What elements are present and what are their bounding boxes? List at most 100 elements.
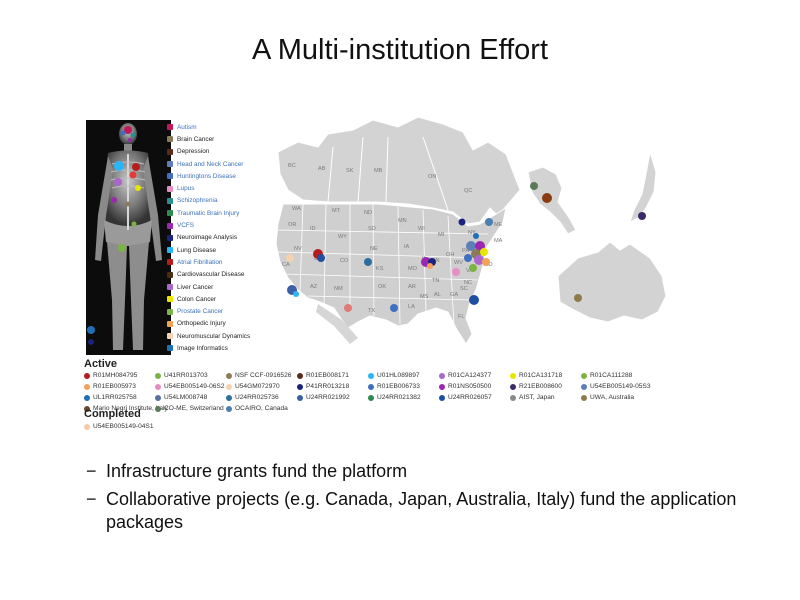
- state-label: AB: [318, 166, 326, 172]
- state-label: KS: [376, 266, 384, 272]
- body-scan-image: [86, 120, 171, 355]
- state-label: NV: [294, 246, 302, 252]
- grant-dot: [226, 405, 232, 412]
- state-label: MN: [398, 218, 407, 224]
- bullet-list: −Infrastructure grants fund the platform…: [86, 460, 766, 539]
- state-label: WV: [454, 260, 463, 266]
- disease-label: Lupus: [177, 185, 195, 193]
- disease-legend-item: Neuroimage Analysis: [167, 232, 287, 244]
- state-label: IA: [404, 244, 410, 250]
- grant-label: CO-ME, Switzerland: [164, 405, 224, 412]
- bullet-item: −Infrastructure grants fund the platform: [86, 460, 766, 483]
- state-label: WI: [418, 226, 425, 232]
- disease-label: Traumatic Brain Injury: [177, 209, 240, 217]
- grant-label: U24RR026057: [448, 394, 492, 401]
- grant-legend-item: R21EB008600: [510, 383, 562, 390]
- state-label: OH: [446, 252, 454, 258]
- grant-label: R01EB006733: [377, 383, 420, 390]
- legend-swatch: [167, 320, 173, 327]
- grant-label: U41RR013703: [164, 372, 208, 379]
- disease-legend-item: Atrial Fibrillation: [167, 256, 287, 268]
- state-label: MB: [374, 168, 383, 174]
- grant-label: U24RR021992: [306, 394, 350, 401]
- grant-legend-item: U54GM072970: [226, 383, 280, 390]
- legend-swatch: [167, 222, 173, 229]
- grant-legend-item: U54EB005149-05S3: [581, 383, 651, 390]
- grant-dot: [84, 394, 90, 401]
- grant-dot: [297, 372, 303, 379]
- grant-legend-item: U54EB005149-06S2: [155, 383, 225, 390]
- marker-autism: [124, 126, 132, 134]
- grant-label: OCAIRO, Canada: [235, 405, 288, 412]
- legend-swatch: [167, 271, 173, 278]
- grant-dot: [581, 383, 587, 390]
- state-label: CA: [282, 262, 290, 268]
- state-label: WA: [292, 206, 301, 212]
- completed-heading: Completed: [84, 408, 141, 420]
- legend-swatch: [167, 173, 173, 180]
- grant-label: U54EB005149-06S2: [164, 383, 225, 390]
- disease-label: Liver Cancer: [177, 283, 214, 291]
- grant-legend-item: U54EB005149-04S1: [84, 423, 154, 430]
- state-label: OK: [378, 284, 386, 290]
- state-label: ME: [494, 222, 503, 228]
- grant-legend-item: U24RR021992: [297, 394, 350, 401]
- disease-legend-item: Cardiovascular Disease: [167, 269, 287, 281]
- grant-label: UWA, Australia: [590, 394, 635, 401]
- disease-legend-item: Colon Cancer: [167, 293, 287, 305]
- disease-legend-item: Prostate Cancer: [167, 305, 287, 317]
- grant-dot: [297, 383, 303, 390]
- grant-legend-item: P41RR013218: [297, 383, 349, 390]
- state-label: AL: [434, 292, 441, 298]
- state-label: FL: [458, 314, 465, 320]
- bullet-text: Infrastructure grants fund the platform: [106, 461, 408, 481]
- disease-label: Lung Disease: [177, 246, 217, 254]
- grant-legend-item: R01EB005973: [84, 383, 136, 390]
- grant-legend-item: U54LM008748: [155, 394, 207, 401]
- disease-legend-item: Neuromuscular Dynamics: [167, 330, 287, 342]
- grant-dot: [297, 394, 303, 401]
- grant-label: U24RR021382: [377, 394, 421, 401]
- slide-title: A Multi-institution Effort: [251, 34, 549, 66]
- state-label: NC: [464, 280, 472, 286]
- state-label: TX: [368, 308, 375, 314]
- grant-dot: [155, 372, 161, 379]
- disease-legend-item: Traumatic Brain Injury: [167, 207, 287, 219]
- grant-label: R01NS050500: [448, 383, 492, 390]
- grant-legend-item: R01EB006733: [368, 383, 420, 390]
- state-label: MI: [438, 232, 445, 238]
- japan-shape: [629, 151, 657, 223]
- state-label: OR: [288, 222, 296, 228]
- grant-legend-item: R01NS050500: [439, 383, 491, 390]
- grant-label: U54EB005149-04S1: [93, 423, 154, 430]
- europe-shape: [527, 166, 577, 235]
- legend-swatch: [167, 161, 173, 168]
- grant-legend-item: NSF CCF-0916526: [226, 372, 291, 379]
- bullet-item: −Collaborative projects (e.g. Canada, Ja…: [86, 488, 766, 534]
- grant-label: NSF CCF-0916526: [235, 372, 292, 379]
- grant-legend-item: UL1RR025758: [84, 394, 137, 401]
- disease-legend-item: VCFS: [167, 219, 287, 231]
- grant-dot: [439, 372, 445, 379]
- grant-label: U24RR025736: [235, 394, 279, 401]
- legend-swatch: [167, 197, 173, 204]
- grant-label: R01CA131718: [519, 372, 563, 379]
- grant-label: AIST, Japan: [519, 394, 555, 401]
- disease-label: Huntingtons Disease: [177, 172, 236, 180]
- disease-label: VCFS: [177, 222, 195, 230]
- grant-dot: [439, 383, 445, 390]
- legend-swatch: [167, 210, 173, 217]
- grant-legend-item: AIST, Japan: [510, 394, 555, 401]
- bullet-text: Collaborative projects (e.g. Canada, Jap…: [106, 489, 737, 532]
- legend-swatch: [167, 247, 173, 254]
- state-label: MT: [332, 208, 341, 214]
- grant-dot: [581, 394, 587, 401]
- grant-dot: [226, 394, 232, 401]
- grant-dot: [510, 372, 516, 379]
- legend-swatch: [167, 308, 173, 315]
- grant-legend-item: OCAIRO, Canada: [226, 405, 288, 412]
- disease-label: Image Informatics: [177, 344, 228, 352]
- disease-label: Brain Cancer: [177, 135, 215, 143]
- state-label: BC: [288, 163, 296, 169]
